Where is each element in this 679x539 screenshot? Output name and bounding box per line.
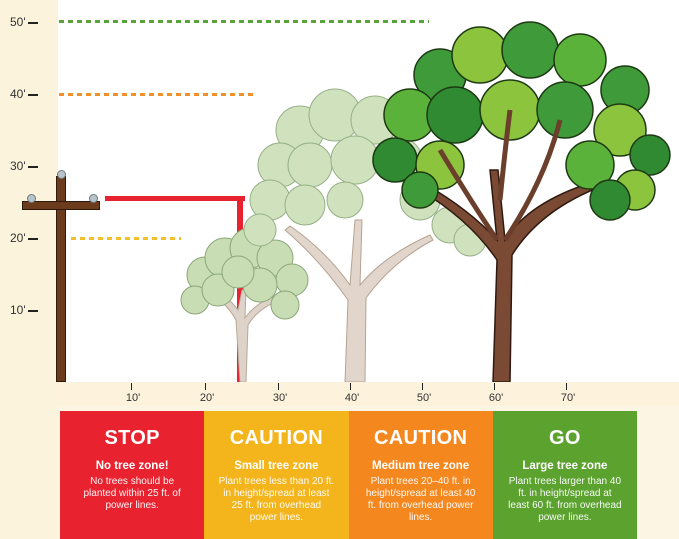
utility-pole-crossarm	[22, 201, 100, 210]
x-tick	[278, 383, 279, 390]
x-tick	[566, 383, 567, 390]
zone-title: STOP	[104, 427, 160, 449]
zone-description: Plant trees larger than 40 ft. in height…	[508, 476, 622, 523]
y-label-40: 40'	[10, 87, 48, 101]
zone-subtitle: Large tree zone	[522, 460, 608, 472]
planting-zones: STOP No tree zone! No trees should be pl…	[60, 411, 637, 539]
zone-title: GO	[549, 427, 581, 449]
y-label-30: 30'	[10, 159, 48, 173]
zone-caution-medium: CAUTION Medium tree zone Plant trees 20–…	[348, 411, 493, 539]
x-axis-band	[58, 382, 679, 406]
x-tick	[494, 383, 495, 390]
zone-description: Plant trees 20–40 ft. in height/spread a…	[365, 476, 476, 523]
y-label-50: 50'	[10, 15, 48, 29]
x-tick	[205, 383, 206, 390]
zone-stop: STOP No tree zone! No trees should be pl…	[60, 411, 205, 539]
zone-subtitle: Small tree zone	[234, 460, 319, 472]
zone-description: No trees should be planted within 25 ft.…	[83, 476, 181, 511]
x-tick	[350, 383, 351, 390]
zone-subtitle: Medium tree zone	[372, 460, 470, 472]
small-tree-icon	[180, 227, 309, 382]
insulator-icon	[57, 170, 66, 179]
x-label-20: 20'	[199, 392, 215, 404]
x-tick	[422, 383, 423, 390]
x-label-40: 40'	[344, 392, 360, 404]
y-label-20: 20'	[10, 231, 48, 245]
zone-title: CAUTION	[374, 427, 468, 449]
x-label-30: 30'	[272, 392, 288, 404]
large-tree-icon	[372, 21, 671, 382]
y-axis-strip	[0, 0, 58, 539]
height-line-50ft	[59, 20, 429, 23]
zone-subtitle: No tree zone!	[95, 460, 169, 472]
y-label-10: 10'	[10, 303, 48, 317]
zone-caution-small: CAUTION Small tree zone Plant trees less…	[204, 411, 349, 539]
insulator-icon	[89, 194, 98, 203]
zone-title: CAUTION	[229, 427, 323, 449]
x-label-50: 50'	[416, 392, 432, 404]
trees-illustration	[180, 21, 671, 382]
x-label-10: 10'	[125, 392, 141, 404]
zone-description: Plant trees less than 20 ft. in height/s…	[218, 476, 335, 523]
insulator-icon	[27, 194, 36, 203]
x-label-70: 70'	[560, 392, 576, 404]
height-line-20ft	[71, 237, 181, 240]
x-tick	[131, 383, 132, 390]
power-line-clearance-vertical	[237, 196, 243, 382]
power-line-clearance-horizontal	[105, 196, 245, 201]
zone-go: GO Large tree zone Plant trees larger th…	[492, 411, 637, 539]
height-line-40ft	[59, 93, 257, 96]
x-label-60: 60'	[488, 392, 504, 404]
